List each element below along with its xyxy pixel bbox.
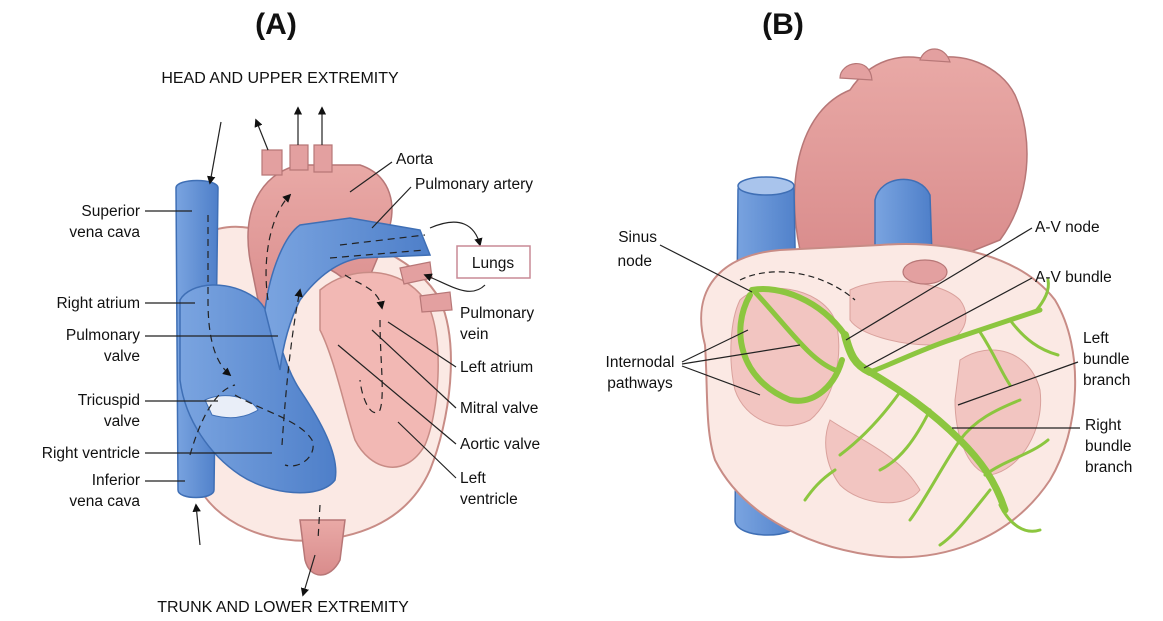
label-internodal-pathways-1: Internodal bbox=[606, 354, 675, 371]
panel-a: (A) HEAD AND UPPER EXTREMITY TRUNK AND L… bbox=[42, 8, 540, 616]
panel-b-title: (B) bbox=[762, 8, 804, 41]
arrow-branch-left bbox=[256, 120, 268, 150]
panel-a-bottom-caption: TRUNK AND LOWER EXTREMITY bbox=[157, 599, 409, 616]
label-aorta: Aorta bbox=[396, 151, 433, 168]
label-pulmonary-valve-2: valve bbox=[104, 348, 140, 365]
panel-b: (B) bbox=[606, 8, 1133, 557]
panel-a-top-caption: HEAD AND UPPER EXTREMITY bbox=[161, 70, 399, 87]
label-right-atrium: Right atrium bbox=[56, 295, 140, 312]
arrow-into-svc bbox=[210, 122, 221, 183]
label-left-ventricle-1: Left bbox=[460, 470, 487, 487]
arch-branch-1 bbox=[262, 150, 282, 175]
panel-a-title: (A) bbox=[255, 8, 297, 41]
aortic-valve-b bbox=[903, 260, 947, 284]
label-tricuspid-valve-1: Tricuspid bbox=[78, 392, 140, 409]
label-pulmonary-valve-1: Pulmonary bbox=[66, 327, 140, 344]
label-aortic-valve: Aortic valve bbox=[460, 436, 540, 453]
label-av-bundle: A-V bundle bbox=[1035, 269, 1112, 286]
label-left-bundle-branch-2: bundle bbox=[1083, 351, 1130, 368]
label-sinus-node-1: Sinus bbox=[618, 229, 657, 246]
label-superior-vena-cava-1: Superior bbox=[81, 203, 140, 220]
label-mitral-valve: Mitral valve bbox=[460, 400, 538, 417]
label-left-atrium: Left atrium bbox=[460, 359, 533, 376]
arch-b-branch-2 bbox=[920, 49, 950, 62]
label-pulmonary-vein-1: Pulmonary bbox=[460, 305, 534, 322]
pulmonary-vein-lower bbox=[420, 292, 452, 312]
label-internodal-pathways-2: pathways bbox=[607, 375, 673, 392]
label-left-bundle-branch-1: Left bbox=[1083, 330, 1110, 347]
label-sinus-node-2: node bbox=[618, 253, 652, 270]
label-right-bundle-branch-2: bundle bbox=[1085, 438, 1132, 455]
descending-aorta bbox=[300, 520, 345, 575]
label-left-ventricle-2: ventricle bbox=[460, 491, 518, 508]
arrow-into-ivc bbox=[196, 505, 200, 545]
arch-branch-3 bbox=[314, 145, 332, 172]
arch-branch-2 bbox=[290, 145, 308, 170]
label-tricuspid-valve-2: valve bbox=[104, 413, 140, 430]
label-left-bundle-branch-3: branch bbox=[1083, 372, 1130, 389]
arrow-to-lungs bbox=[430, 222, 480, 245]
label-right-bundle-branch-3: branch bbox=[1085, 459, 1132, 476]
label-inferior-vena-cava-1: Inferior bbox=[92, 472, 140, 489]
label-pulmonary-vein-2: vein bbox=[460, 326, 488, 343]
label-right-ventricle: Right ventricle bbox=[42, 445, 140, 462]
label-av-node: A-V node bbox=[1035, 219, 1100, 236]
label-superior-vena-cava-2: vena cava bbox=[69, 224, 140, 241]
label-lungs: Lungs bbox=[472, 255, 514, 272]
label-inferior-vena-cava-2: vena cava bbox=[69, 493, 140, 510]
label-pulmonary-artery: Pulmonary artery bbox=[415, 176, 533, 193]
arch-b-branch-1 bbox=[840, 64, 872, 80]
svc-b-opening bbox=[738, 177, 794, 195]
label-right-bundle-branch-1: Right bbox=[1085, 417, 1122, 434]
